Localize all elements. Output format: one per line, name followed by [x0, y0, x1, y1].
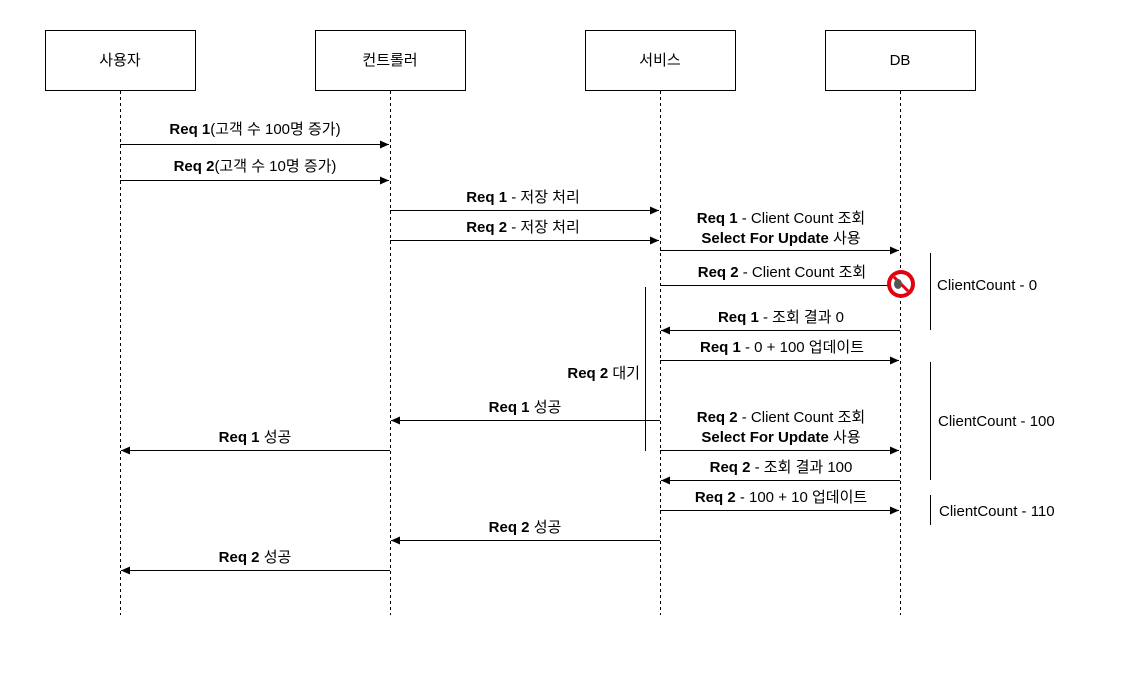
actor-user-label: 사용자 — [99, 52, 141, 69]
message-label: Req 1 - 저장 처리 — [466, 189, 580, 206]
message-label: Req 2 - 저장 처리 — [466, 219, 580, 236]
state-label: ClientCount - 100 — [938, 413, 1055, 430]
message-14: Req 2 성공 — [391, 519, 660, 545]
message-label: Req 2 - Client Count 조회 — [697, 409, 866, 426]
message-label: Req 1(고객 수 100명 증가) — [169, 121, 340, 138]
message-label: Req 2 성공 — [219, 549, 292, 566]
message-label: Req 1 - Client Count 조회 — [697, 210, 866, 227]
wait-label: Req 2 대기 — [567, 365, 640, 382]
message-2: Req 2(고객 수 10명 증가) — [120, 158, 389, 185]
message-label: Req 2 - 100 + 10 업데이트 — [695, 489, 868, 506]
message-5: Req 1 - Client Count 조회 Select For Updat… — [660, 210, 899, 255]
state-annotation-1: ClientCount - 100 — [930, 362, 1055, 480]
state-label: ClientCount - 110 — [939, 503, 1055, 520]
actor-service: 서비스 — [585, 30, 736, 91]
message-15: Req 2 성공 — [121, 549, 390, 575]
message-13: Req 2 - 100 + 10 업데이트 — [660, 489, 899, 515]
actor-controller: 컨트롤러 — [315, 30, 466, 91]
message-label: Req 1 - 0 + 100 업데이트 — [700, 339, 864, 356]
state-annotation-0: ClientCount - 0 — [930, 253, 1037, 330]
message-9: Req 1 성공 — [391, 399, 660, 425]
message-11: Req 2 - Client Count 조회 Select For Updat… — [660, 409, 899, 455]
actor-db: DB — [825, 30, 976, 91]
no-entry-icon — [887, 270, 915, 298]
state-annotation-2: ClientCount - 110 — [930, 495, 1055, 525]
message-label: Req 2 성공 — [489, 519, 562, 536]
actor-db-label: DB — [890, 52, 911, 69]
message-label-line2: Select For Update 사용 — [701, 429, 860, 446]
message-8: Req 1 - 0 + 100 업데이트 — [660, 339, 899, 365]
message-label: Req 1 - 조회 결과 0 — [718, 309, 844, 326]
message-7: Req 1 - 조회 결과 0 — [661, 309, 900, 335]
message-label: Req 2 - Client Count 조회 — [698, 264, 867, 281]
message-3: Req 1 - 저장 처리 — [390, 189, 659, 215]
message-4: Req 2 - 저장 처리 — [390, 219, 659, 245]
actor-service-label: 서비스 — [639, 52, 681, 69]
message-label: Req 1 성공 — [219, 429, 292, 446]
message-6: Req 2 - Client Count 조회 — [660, 264, 890, 286]
actor-controller-label: 컨트롤러 — [362, 52, 417, 69]
actor-user: 사용자 — [45, 30, 196, 91]
state-label: ClientCount - 0 — [937, 277, 1037, 294]
message-12: Req 2 - 조회 결과 100 — [661, 459, 900, 485]
message-label: Req 2(고객 수 10명 증가) — [174, 158, 337, 175]
message-label: Req 2 - 조회 결과 100 — [710, 459, 853, 476]
message-1: Req 1(고객 수 100명 증가) — [120, 121, 389, 149]
message-label: Req 1 성공 — [489, 399, 562, 416]
message-label-line2: Select For Update 사용 — [701, 230, 860, 247]
message-10: Req 1 성공 — [121, 429, 390, 455]
